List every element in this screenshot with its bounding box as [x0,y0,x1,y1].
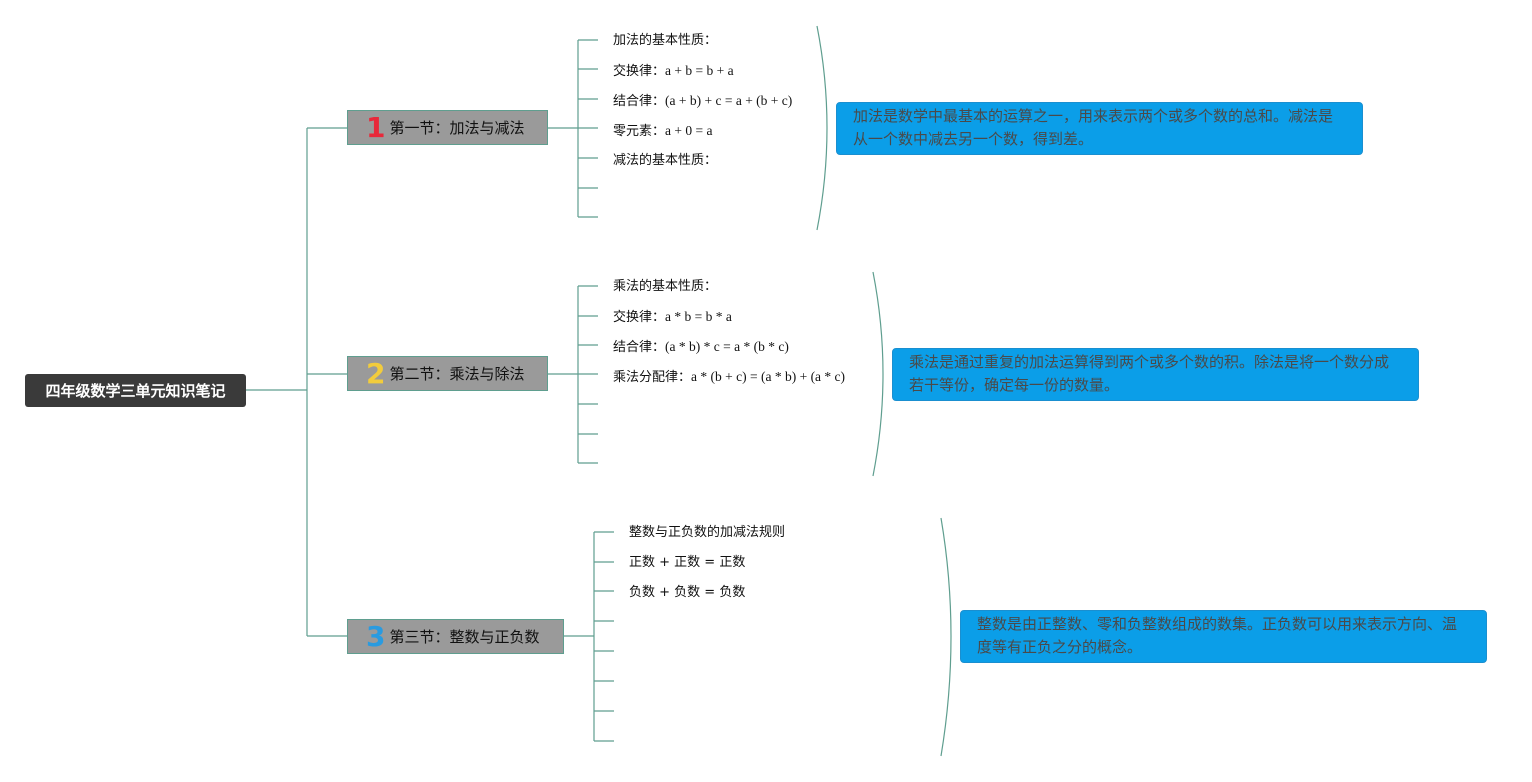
section-3-item-3[interactable]: 负数 + 负数 = 负数 [629,585,746,600]
section-2-summary[interactable]: 乘法是通过重复的加法运算得到两个或多个数的积。除法是将一个数分成若干等份，确定每… [892,348,1419,401]
section-2-item-2[interactable]: 交换律：a * b = b * a [613,309,732,325]
number-two-icon: 2 [366,356,386,390]
section-1-title: 第一节：加法与减法 [389,119,525,137]
section-1-item-3[interactable]: 结合律：(a + b) + c = a + (b + c) [613,93,793,109]
section-3-node[interactable]: 3 第三节：整数与正负数 [347,619,564,654]
section-3-summary[interactable]: 整数是由正整数、零和负整数组成的数集。正负数可以用来表示方向、温度等有正负之分的… [960,610,1487,663]
section-1-item-4[interactable]: 零元素：a + 0 = a [613,123,713,139]
section-2-item-1[interactable]: 乘法的基本性质： [613,279,718,294]
root-topic[interactable]: 四年级数学三单元知识笔记 [25,374,246,407]
section-2-bracket [872,271,884,477]
section-1-item-5[interactable]: 减法的基本性质： [613,153,718,168]
section-3-title: 第三节：整数与正负数 [389,628,540,646]
section-2-item-4[interactable]: 乘法分配律：a * (b + c) = (a * b) + (a * c) [613,369,846,385]
section-2-node[interactable]: 2 第二节：乘法与除法 [347,356,548,391]
section-2-item-3[interactable]: 结合律：(a * b) * c = a * (b * c) [613,339,789,355]
section-3-item-2[interactable]: 正数 + 正数 = 正数 [629,555,746,570]
section-1-bracket [816,25,828,231]
section-1-node[interactable]: 1 第一节：加法与减法 [347,110,548,145]
root-title: 四年级数学三单元知识笔记 [45,382,226,400]
section-2-title: 第二节：乘法与除法 [389,365,525,383]
section-1-item-2[interactable]: 交换律：a + b = b + a [613,63,734,79]
section-3-item-1[interactable]: 整数与正负数的加减法规则 [629,525,786,540]
number-three-icon: 3 [366,619,386,653]
section-1-item-1[interactable]: 加法的基本性质： [613,33,718,48]
number-one-icon: 1 [366,110,386,144]
section-1-summary[interactable]: 加法是数学中最基本的运算之一，用来表示两个或多个数的总和。减法是从一个数中减去另… [836,102,1363,155]
section-3-bracket [940,517,952,757]
